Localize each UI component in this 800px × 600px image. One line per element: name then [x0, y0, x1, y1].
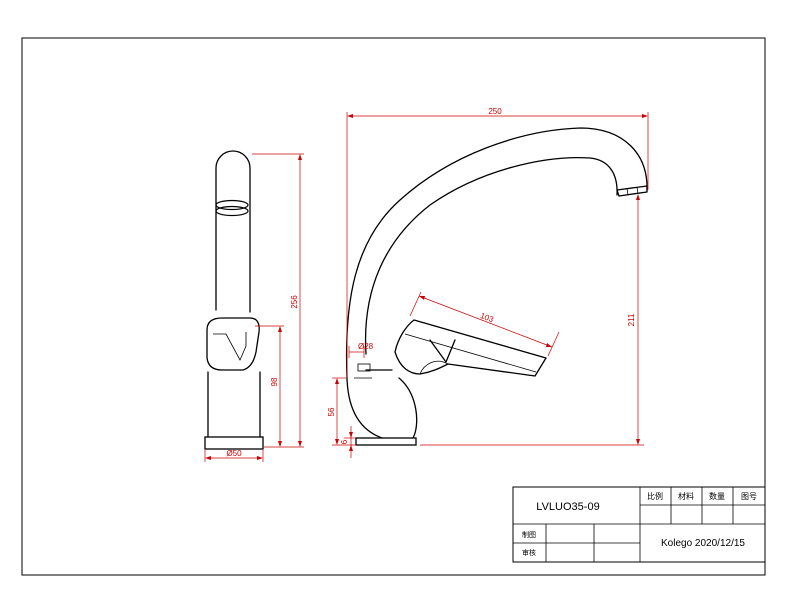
dim-top-width: 250	[488, 107, 502, 116]
title-block: LVLUO35-09 比例 材料 数量 图号 制图 审核 Kolego 2020…	[512, 486, 766, 563]
front-handle-outline	[394, 319, 547, 377]
spout-inner-arc	[364, 156, 618, 355]
spout-outer-arc	[345, 127, 648, 379]
dim-base-offset-height: 56	[327, 407, 336, 416]
side-body-outline	[207, 371, 261, 438]
title-header-quantity: 数量	[709, 491, 725, 501]
dim-side-total-height: 256	[290, 295, 299, 309]
title-company-date: Kolego 2020/12/15	[661, 538, 745, 549]
title-header-scale: 比例	[647, 491, 663, 501]
dim-base-thickness: 6	[340, 439, 349, 444]
side-view: 256 98 Ø50	[204, 150, 304, 462]
front-view: 250 211 103 Ø28 56 6	[327, 107, 649, 458]
side-handle-inner	[213, 332, 247, 361]
title-row-drafter: 制图	[522, 530, 536, 539]
side-aerator-top	[215, 199, 249, 211]
front-handle-detail	[404, 333, 537, 375]
title-header-drawing-no: 图号	[741, 492, 757, 501]
spout-aerator	[616, 185, 648, 197]
title-row-reviewer: 审核	[522, 548, 536, 557]
dim-side-body-height: 98	[270, 377, 279, 386]
title-header-material: 材料	[678, 491, 694, 501]
side-aerator-bottom	[215, 205, 249, 217]
side-base	[204, 436, 264, 450]
dim-spout-height: 211	[627, 313, 636, 326]
dim-side-base-diameter: Ø50	[226, 449, 242, 458]
side-spout-outline	[215, 150, 251, 313]
drawing-border	[21, 37, 766, 576]
dim-spout-diameter: Ø28	[358, 342, 374, 351]
title-model-number: LVLUO35-09	[536, 501, 599, 513]
front-base	[355, 437, 417, 446]
side-handle-outline	[206, 317, 260, 371]
dim-handle-length: 103	[479, 311, 495, 324]
front-body-outline	[346, 369, 418, 439]
